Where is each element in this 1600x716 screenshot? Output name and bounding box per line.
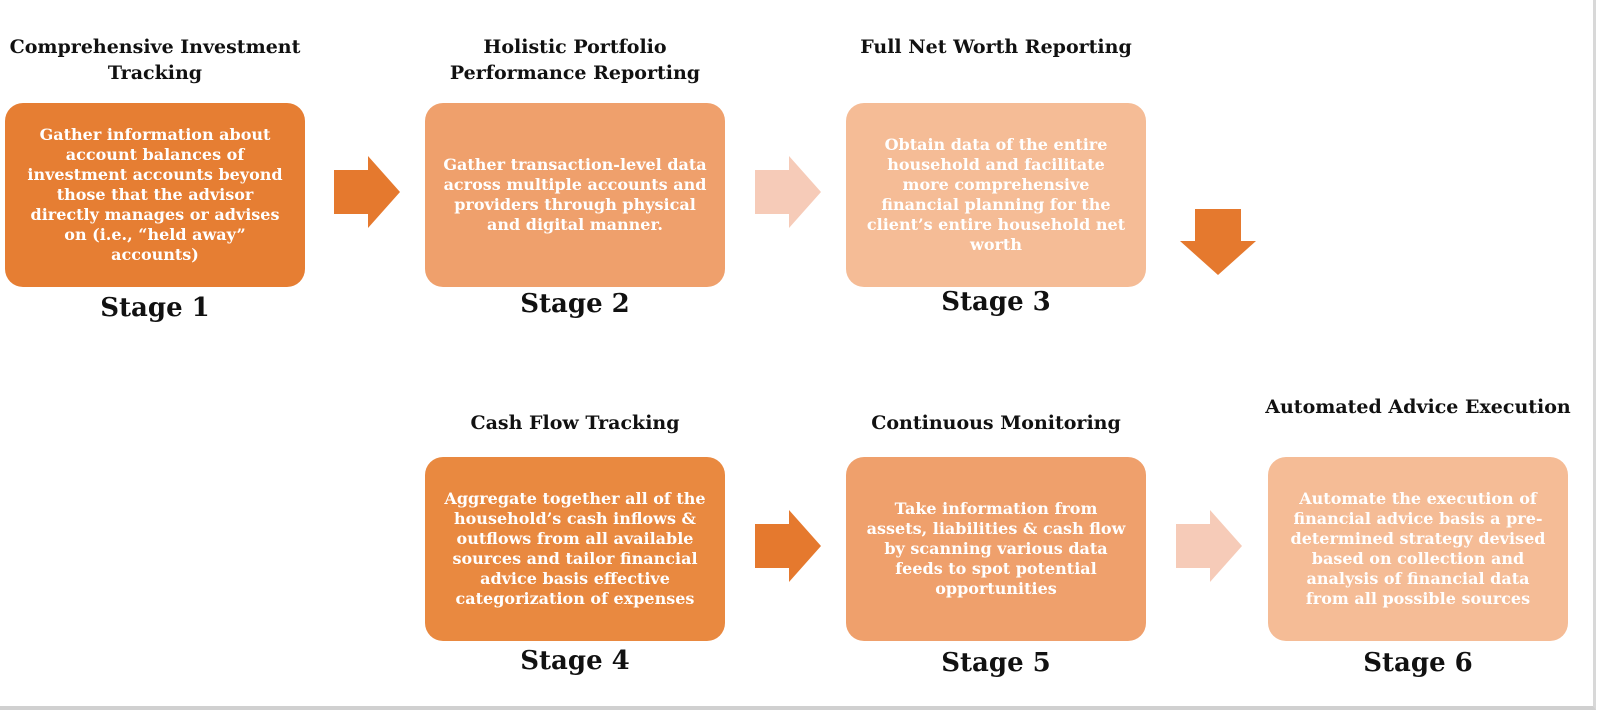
arrow-right-icon	[334, 156, 400, 228]
stage-5-heading: Continuous Monitoring	[871, 412, 1121, 434]
stage-4-description: Aggregate together all of the household’…	[444, 489, 706, 608]
stage-2-description: Gather transaction-level data across mul…	[443, 155, 707, 234]
stage-1-box: Gather information about account balance…	[5, 103, 305, 287]
stage-6-heading: Automated Advice Execution	[1265, 396, 1571, 418]
stage-3-description: Obtain data of the entire household and …	[866, 135, 1126, 254]
arrow-right-icon	[1176, 510, 1242, 582]
stage-5-description: Take information from assets, liabilitie…	[866, 499, 1126, 598]
stage-4-label: Stage 4	[520, 646, 630, 676]
stage-1-label: Stage 1	[100, 293, 210, 323]
arrow-right-icon	[755, 510, 821, 582]
stage-6-box: Automate the execution of financial advi…	[1268, 457, 1568, 641]
stage-2-box: Gather transaction-level data across mul…	[425, 103, 725, 287]
arrow-down-icon	[1180, 209, 1256, 275]
stage-1-heading: Comprehensive Investment Tracking	[9, 36, 301, 84]
stage-3-box: Obtain data of the entire household and …	[846, 103, 1146, 287]
stage-4-heading: Cash Flow Tracking	[470, 412, 680, 434]
stage-3-label: Stage 3	[941, 287, 1051, 317]
stage-2-heading: Holistic Portfolio Performance Reporting	[449, 36, 701, 84]
stage-2-label: Stage 2	[520, 289, 630, 319]
stage-5-label: Stage 5	[941, 648, 1051, 678]
stage-4-box: Aggregate together all of the household’…	[425, 457, 725, 641]
stage-6-label: Stage 6	[1363, 648, 1473, 678]
stage-1-description: Gather information about account balance…	[27, 125, 283, 264]
stage-6-description: Automate the execution of financial advi…	[1290, 489, 1546, 608]
stage-5-box: Take information from assets, liabilitie…	[846, 457, 1146, 641]
stage-3-heading: Full Net Worth Reporting	[860, 36, 1132, 58]
arrow-right-icon	[755, 156, 821, 228]
